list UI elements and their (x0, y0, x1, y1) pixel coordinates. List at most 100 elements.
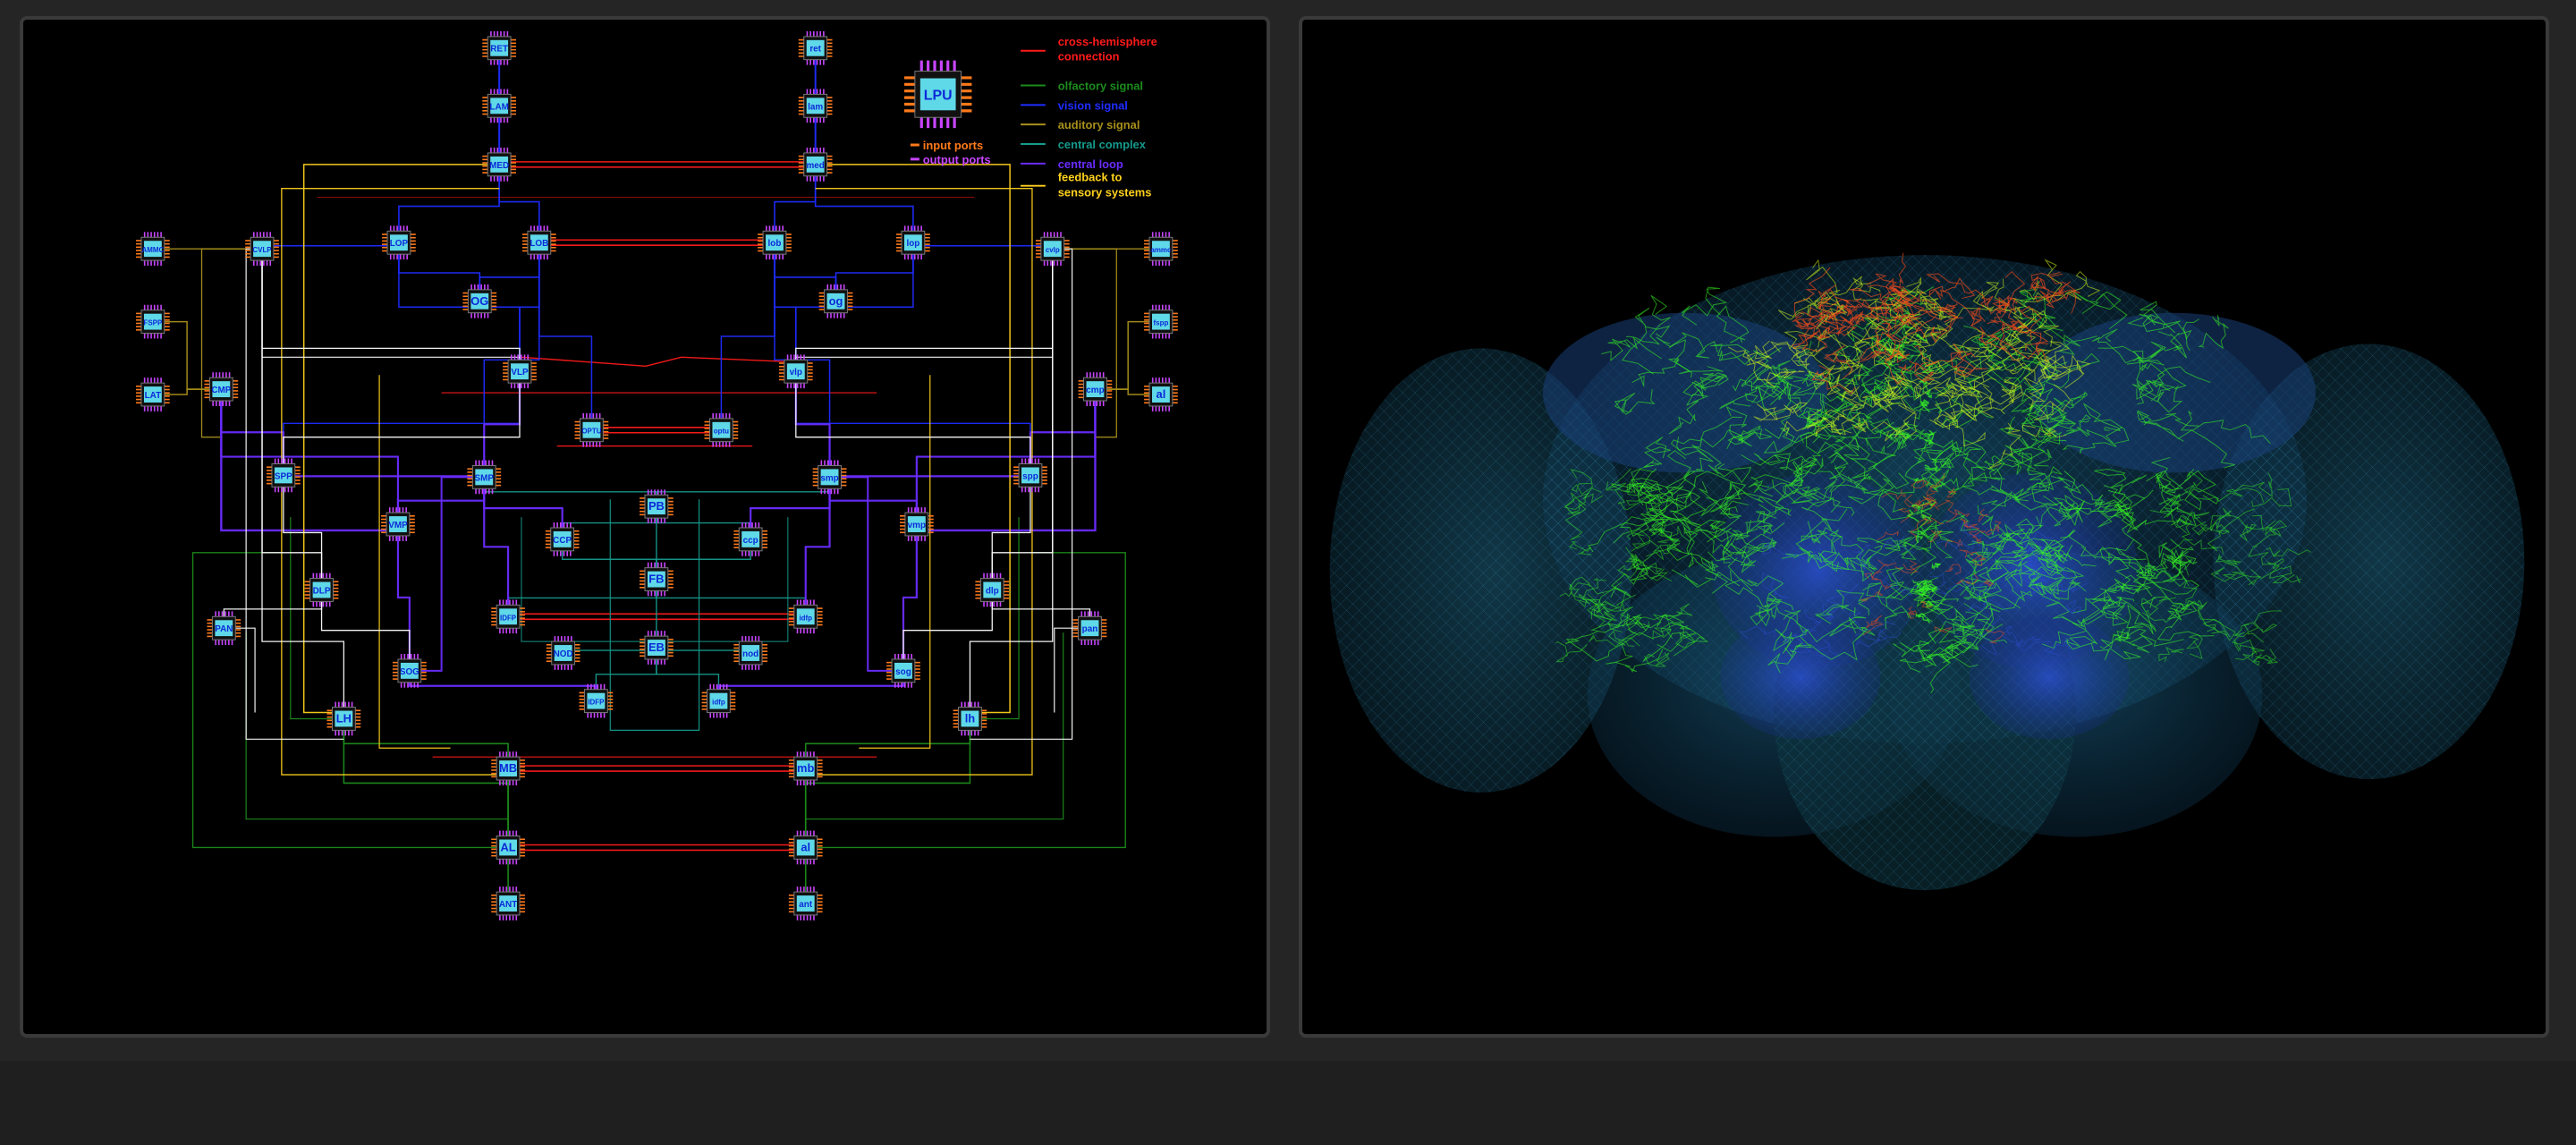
lpu-chip-fspp[interactable]: FSPP (136, 304, 170, 339)
lpu-chip-lop[interactable]: LOP (382, 225, 416, 260)
lpu-chip-lam[interactable]: lam (798, 89, 833, 123)
legend-cross-hemisphere-line2: connection (1058, 50, 1120, 64)
lpu-chip-vlp[interactable]: vlp (778, 354, 813, 389)
svg-text:PAN: PAN (215, 624, 233, 634)
svg-text:CVLP: CVLP (252, 246, 272, 254)
lpu-chip-ccp[interactable]: CCP (545, 522, 580, 556)
lpu-chip-al[interactable]: AL (491, 830, 525, 865)
lpu-chip-idfp2[interactable]: IDFP (491, 599, 525, 634)
svg-text:fspp: fspp (1154, 319, 1169, 327)
lpu-chip-cmp[interactable]: cmp (1078, 372, 1113, 406)
lpu-chip-idfp2[interactable]: idfp (788, 599, 823, 634)
lpu-chip-lob[interactable]: lob (758, 225, 792, 260)
svg-text:sog: sog (895, 667, 911, 677)
lpu-chip-med[interactable]: MED (482, 147, 517, 182)
lpu-chip-optu[interactable]: optu (704, 412, 739, 447)
lpu-chip-mb[interactable]: MB (491, 751, 525, 785)
svg-text:SPP: SPP (275, 471, 292, 481)
lpu-chip-vmp[interactable]: VMP (381, 507, 415, 541)
svg-text:PB: PB (648, 499, 665, 513)
lpu-chip-dlp[interactable]: DLP (304, 572, 339, 607)
legend-central-complex: central complex (1058, 138, 1147, 151)
svg-text:lam: lam (808, 102, 823, 112)
lpu-chip-ammc[interactable]: ammc (1144, 232, 1178, 267)
lpu-chip-lob[interactable]: LOB (521, 225, 556, 260)
svg-text:ANT: ANT (499, 900, 517, 910)
lpu-chip-og[interactable]: og (818, 284, 853, 318)
lpu-chip-cmp[interactable]: CMP (204, 372, 239, 406)
lpu-chip-cvlp[interactable]: cvlp (1035, 232, 1070, 267)
svg-text:ammc: ammc (1150, 246, 1172, 254)
fly-brain-neuron-render (1329, 252, 2525, 891)
svg-text:med: med (806, 161, 824, 171)
lpu-chip-ant[interactable]: ant (788, 886, 823, 920)
lpu-chip-dlp[interactable]: dlp (975, 572, 1010, 607)
legend-feedback-line2: sensory systems (1058, 186, 1152, 199)
svg-text:vlp: vlp (790, 368, 802, 377)
legend-chip-glyph[interactable] (903, 60, 972, 129)
lpu-chip-lh[interactable]: LH (326, 701, 361, 736)
lpu-chip-med[interactable]: med (798, 147, 833, 182)
lpu-chip-mb[interactable]: mb (788, 751, 823, 785)
svg-text:ccp: ccp (743, 536, 758, 546)
svg-text:idfp: idfp (799, 614, 812, 622)
lpu-chip-og[interactable]: OG (462, 284, 497, 318)
svg-text:MB: MB (499, 761, 517, 775)
lpu-chip-al[interactable]: al (788, 830, 823, 865)
lpu-chip-spp[interactable]: SPP (266, 458, 301, 493)
lpu-chip-optu[interactable]: OPTU (574, 412, 609, 447)
svg-text:pan: pan (1082, 624, 1098, 634)
lpu-chip-idfp[interactable]: IDFP (579, 683, 614, 718)
legend-feedback-line1: feedback to (1058, 171, 1123, 184)
lpu-chip-al-l[interactable]: LAT (136, 377, 170, 411)
lpu-chip-lam[interactable]: LAM (482, 89, 517, 123)
lpu-chip-ccp[interactable]: ccp (733, 522, 768, 556)
lpu-chip-lh[interactable]: lh (953, 701, 987, 736)
svg-text:idfp: idfp (712, 699, 725, 707)
svg-text:SOG: SOG (400, 667, 419, 677)
lpu-chip-fspp[interactable]: fspp (1144, 304, 1178, 339)
svg-text:CMP: CMP (211, 386, 231, 395)
lpu-chip-ret[interactable]: ret (798, 30, 833, 65)
legend-vision: vision signal (1058, 98, 1128, 112)
svg-text:spp: spp (1022, 471, 1038, 481)
svg-text:ant: ant (799, 900, 813, 910)
lpu-chip-ret[interactable]: RET (482, 30, 517, 65)
lpu-chip-sog[interactable]: sog (886, 653, 920, 688)
legend-output-ports: output ports (923, 153, 991, 166)
svg-text:nod: nod (742, 649, 758, 659)
lpu-chip-lop[interactable]: lop (896, 225, 930, 260)
svg-text:VMP: VMP (388, 521, 408, 530)
lpu-chip-sog[interactable]: SOG (392, 653, 427, 688)
svg-text:LOP: LOP (390, 239, 409, 249)
legend-input-ports: input ports (923, 139, 983, 152)
lpu-chip-eb[interactable]: EB (640, 631, 674, 665)
lpu-chip-nod[interactable]: NOD (546, 636, 580, 670)
svg-text:AMMC: AMMC (142, 246, 165, 254)
lpu-chip-cvlp[interactable]: CVLP (245, 232, 279, 267)
lpu-chip-ammc[interactable]: AMMC (136, 232, 170, 267)
svg-text:LAT: LAT (145, 391, 162, 401)
lpu-chip-vmp[interactable]: vmp (899, 507, 934, 541)
lpu-chip-smp[interactable]: smp (812, 460, 847, 495)
lpu-chip-idfp[interactable]: idfp (701, 683, 736, 718)
lpu-chip-smp[interactable]: SMP (467, 460, 502, 495)
lpu-chip-al-r[interactable]: al (1144, 377, 1178, 411)
svg-text:OPTU: OPTU (581, 428, 601, 436)
svg-text:optu: optu (714, 428, 729, 436)
lpu-chip-vlp[interactable]: VLP (503, 354, 537, 389)
svg-text:ret: ret (809, 45, 821, 55)
lpu-chip-spp[interactable]: spp (1013, 458, 1047, 493)
lpu-chip-pan[interactable]: PAN (207, 611, 242, 646)
svg-text:lop: lop (906, 239, 919, 249)
svg-text:vmp: vmp (908, 521, 926, 530)
svg-text:al: al (1157, 387, 1166, 401)
lpu-chip-fb[interactable]: FB (640, 562, 674, 597)
svg-text:lh: lh (965, 711, 976, 725)
lpu-chip-pan[interactable]: pan (1072, 611, 1107, 646)
svg-text:cvlp: cvlp (1046, 246, 1060, 254)
lpu-chip-nod[interactable]: nod (733, 636, 768, 670)
lpu-chip-ant[interactable]: ANT (491, 886, 525, 920)
lpu-chip-pb[interactable]: PB (640, 489, 674, 524)
